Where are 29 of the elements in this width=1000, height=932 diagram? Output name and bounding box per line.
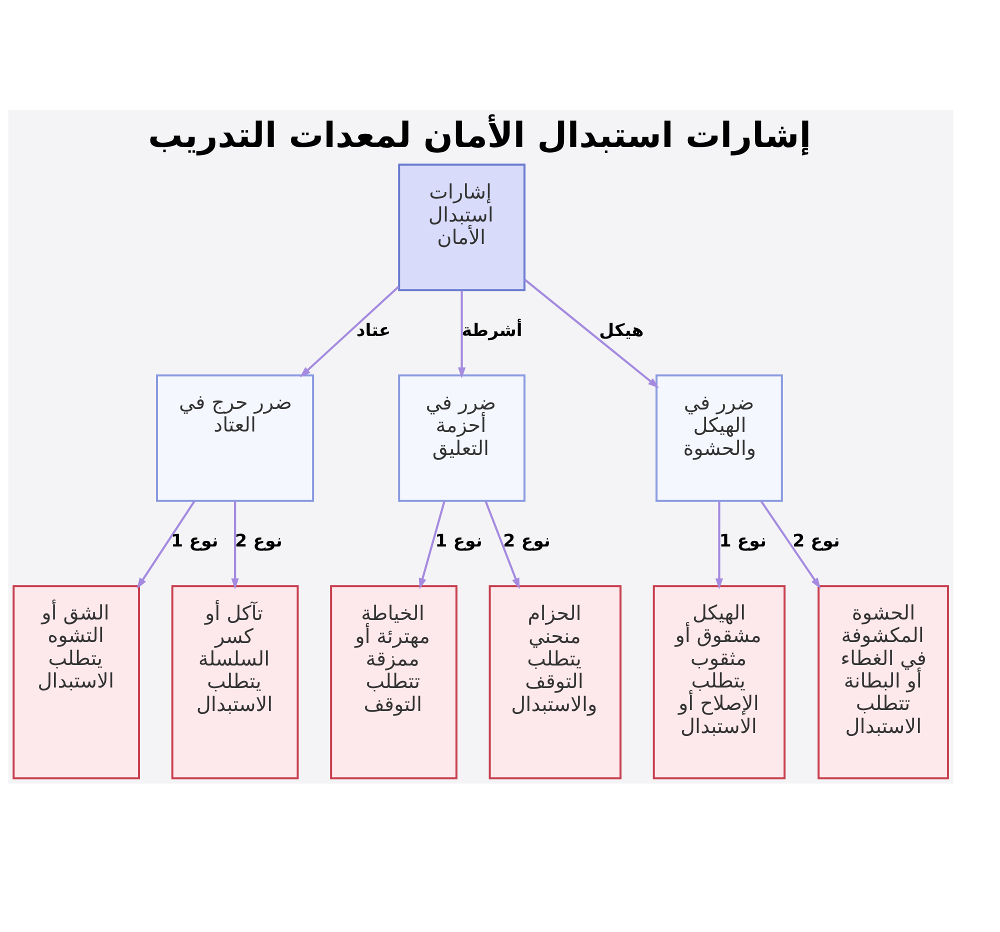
node-box: ضرر في الهيكل والحشوة	[656, 374, 783, 502]
arrow	[484, 500, 520, 590]
edge-label: نوع 1	[435, 532, 482, 552]
edge-label: نوع 2	[235, 532, 282, 552]
edge-label: عتاد	[356, 320, 391, 341]
node-box: إشارات استبدال الأمان	[398, 164, 526, 292]
node-box: الخياطة مهترئة أو ممزقة تتطلب التوقف	[330, 585, 458, 780]
edge-label: نوع 1	[171, 532, 218, 552]
node-box: الحزام منحني يتطلب التوقف والاستبدال	[488, 585, 622, 780]
edge-label: نوع 2	[792, 532, 840, 552]
node-box: الهيكل مشقوق أو مثقوب يتطلب الإصلاح أو الاستبدال	[652, 585, 786, 780]
arrow	[300, 286, 400, 378]
arrow	[418, 500, 446, 590]
arrow	[231, 501, 239, 590]
diagram-title: إشارات استبدال الأمان لمعدات التدريب	[148, 116, 812, 156]
arrow	[524, 278, 659, 388]
arrow	[136, 500, 196, 589]
node-box: ضرر في أحزمة التعليق	[398, 374, 526, 502]
arrow	[715, 501, 724, 590]
node-box: الحشوة المكشوفة في الغطاء أو البطانة تتطلب الاستبدال	[818, 585, 949, 780]
arrow	[760, 500, 821, 589]
arrow	[458, 290, 466, 378]
edge-label: أشرطة	[462, 320, 522, 341]
edge-label: نوع 1	[719, 532, 767, 552]
edge-label: هيكل	[599, 320, 644, 341]
node-box: الشق أو التشوه يتطلب الاستبدال	[12, 585, 140, 780]
node-box: ضرر حرج في العتاد	[156, 374, 314, 502]
edge-label: نوع 2	[503, 532, 550, 552]
node-box: تآكل أو كسر السلسلة يتطلب الاستبدال	[171, 585, 299, 780]
